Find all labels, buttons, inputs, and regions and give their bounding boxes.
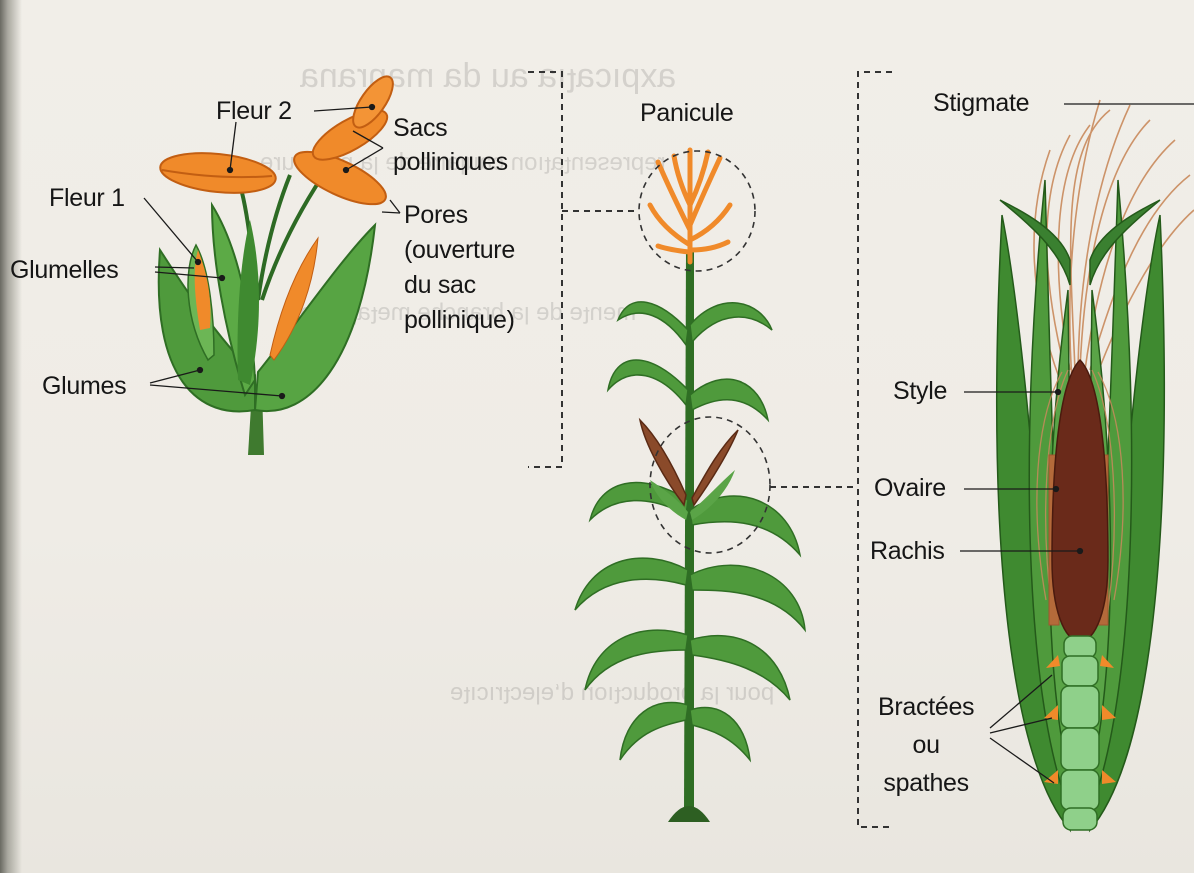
- label-style: Style: [893, 376, 947, 407]
- label-ovaire: Ovaire: [874, 473, 946, 504]
- label-sacs-polliniques: Sacs polliniques: [393, 111, 508, 179]
- label-fleur-2: Fleur 2: [216, 96, 292, 127]
- label-bractees-ou-spathes: Bractées ou spathes: [878, 688, 974, 802]
- label-stigmate: Stigmate: [933, 88, 1029, 119]
- label-pores: Pores (ouverture du sac pollinique): [404, 198, 515, 338]
- label-panicule: Panicule: [640, 98, 734, 129]
- label-glumelles: Glumelles: [10, 255, 118, 286]
- left-bracket: [528, 72, 638, 467]
- ear-highlight-circle: [650, 417, 770, 553]
- female-ear-illustration: [997, 100, 1194, 830]
- label-fleur-1: Fleur 1: [49, 183, 125, 214]
- label-rachis: Rachis: [870, 536, 945, 567]
- label-glumes: Glumes: [42, 371, 126, 402]
- tassel-shape: [650, 150, 730, 262]
